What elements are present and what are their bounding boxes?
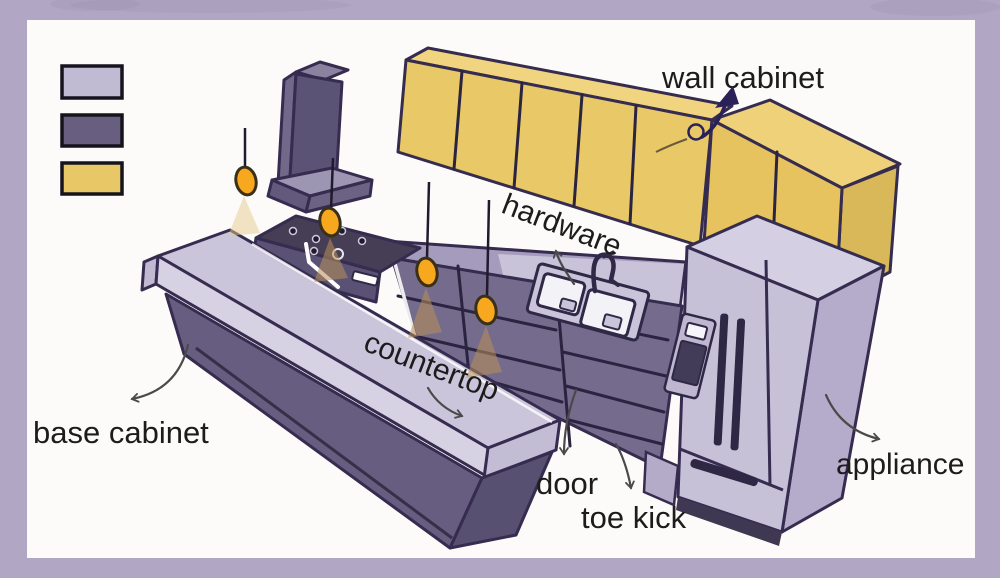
fridge-base	[676, 497, 782, 546]
label-door: door	[536, 466, 598, 501]
label-wall-cabinet: wall cabinet	[661, 60, 824, 95]
fridge-freezer-handle	[690, 458, 758, 487]
faucet	[591, 252, 616, 294]
pendant-cord	[329, 157, 335, 211]
pendant-light	[408, 181, 442, 338]
legend	[60, 64, 124, 196]
drawer-line	[564, 384, 666, 414]
fridge-door-split	[764, 259, 772, 487]
arrow-toe-kick	[614, 442, 635, 490]
toe-kick-recess	[642, 450, 680, 507]
island-base-end	[448, 450, 554, 550]
pendant-cord	[485, 199, 491, 297]
pendant-bulb	[474, 294, 498, 326]
arrow-base-cabinet	[130, 343, 190, 403]
label-toe-kick: toe kick	[581, 500, 687, 535]
range-hood	[266, 60, 374, 214]
pendant-cord	[425, 181, 431, 259]
legend-swatch-light	[60, 64, 124, 100]
fridge-freezer-line	[679, 447, 784, 492]
island-toe-kick-line	[195, 346, 453, 540]
wall-cabinet-divider	[512, 81, 524, 190]
arrowhead	[715, 86, 739, 108]
island-edge-highlight	[251, 242, 553, 424]
pendant-light	[466, 199, 502, 378]
pendant-lights	[228, 128, 502, 378]
island	[140, 228, 562, 550]
island-counter-end-east	[482, 418, 562, 480]
frame-smudge	[70, 0, 350, 13]
arrow-countertop	[426, 386, 464, 419]
light-beam	[466, 326, 502, 378]
pendant-bulb	[318, 206, 342, 238]
legend-swatch-dark	[60, 113, 124, 148]
fridge-door-handles	[713, 313, 746, 451]
drawer-line	[567, 418, 664, 446]
frame-smudge	[870, 0, 1000, 16]
arrow-door	[559, 388, 578, 456]
wall-cabinet-divider	[572, 93, 584, 208]
pendant-light	[314, 157, 348, 282]
label-appliance: appliance	[836, 448, 964, 481]
arrow-appliance	[824, 393, 881, 443]
fridge-ice-dispenser	[663, 312, 717, 400]
wall-cabinet-divider	[628, 104, 638, 226]
sink-drain	[558, 297, 578, 313]
light-beam	[408, 288, 442, 338]
faucet-handle	[602, 250, 615, 259]
cabinet-divider	[456, 264, 472, 386]
sink-basin-right	[579, 288, 637, 338]
legend-swatch-yellow	[60, 161, 124, 196]
arrow-wall-cabinet	[655, 86, 739, 153]
frame-smudge	[50, 0, 140, 11]
pendant-bulb	[234, 165, 258, 197]
drawer-handle	[351, 270, 379, 287]
pendant-light	[228, 128, 260, 236]
light-beam	[228, 196, 260, 236]
arrow-hardware	[552, 249, 576, 286]
drawer-line	[561, 350, 668, 378]
faucet-spout	[609, 278, 620, 287]
refrigerator	[663, 214, 886, 546]
label-base-cabinet: base cabinet	[33, 415, 209, 450]
light-beam	[314, 238, 348, 282]
hood-base-skirt	[304, 178, 374, 214]
pendant-bulb	[415, 256, 439, 288]
sink-drain	[601, 313, 623, 331]
wall-cabinet-divider	[452, 69, 464, 171]
